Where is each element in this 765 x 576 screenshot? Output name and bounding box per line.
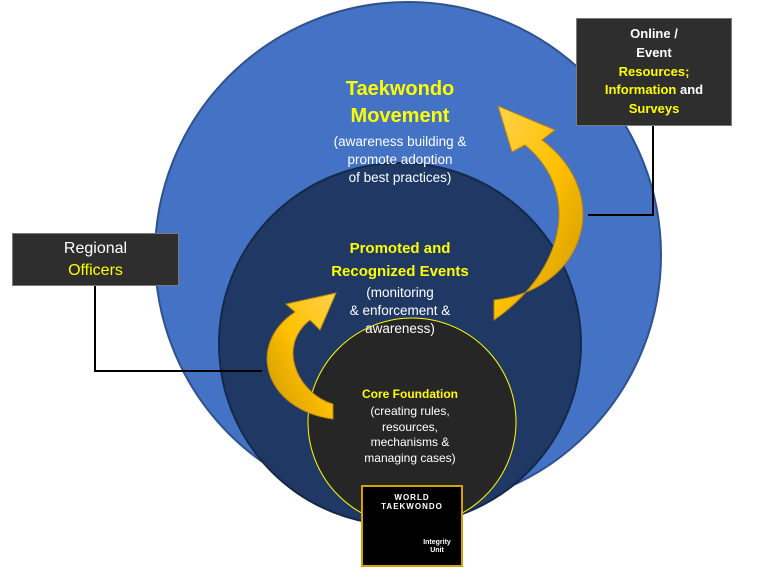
regional-officers-box: Regional Officers	[12, 233, 179, 286]
outer-circle-description: (awareness building & promote adoption o…	[300, 133, 500, 188]
online-box-line2: Event	[636, 44, 672, 60]
core-circle-title: Core Foundation	[362, 387, 458, 401]
online-box-line1: Online /	[630, 25, 678, 41]
online-box-and: and	[676, 82, 704, 98]
online-event-box: Online / Event Resources; Information an…	[576, 18, 732, 126]
middle-title-line2: Recognized Events	[331, 263, 469, 281]
middle-circle-description: (monitoring & enforcement & awareness)	[330, 284, 470, 339]
middle-title-line1: Promoted and	[349, 240, 451, 257]
middle-desc-line1: (monitoring	[366, 285, 434, 300]
integrity-unit-logo: WORLD TAEKWONDO Integrity Unit	[361, 485, 463, 567]
arrow-events-to-movement	[493, 105, 584, 321]
core-circle-description: (creating rules, resources, mechanisms &…	[345, 404, 475, 466]
online-box-resources: Resources;	[618, 63, 690, 79]
outer-desc-line3: of best practices)	[348, 170, 452, 186]
middle-desc-line2: & enforcement &	[349, 303, 451, 319]
regional-box-line2: Officers	[68, 261, 123, 279]
middle-desc-line3: awareness)	[365, 321, 435, 337]
outer-desc-line1: (awareness building &	[333, 134, 467, 149]
core-desc-line2: resources,	[381, 419, 439, 434]
arrow-core-to-events	[266, 292, 337, 420]
logo-unit-text: Integrity Unit	[415, 539, 459, 556]
middle-circle-title: Promoted and Recognized Events	[295, 237, 505, 284]
outer-title-line2: Movement	[350, 105, 450, 127]
core-desc-line3: mechanisms &	[370, 435, 450, 450]
regional-box-line1: Regional	[63, 239, 128, 257]
logo-org-text: WORLD TAEKWONDO	[381, 493, 443, 511]
logo-unit-line2: Unit	[430, 547, 444, 555]
outer-desc-line2: promote adoption	[347, 152, 453, 168]
online-box-line4: Information and	[605, 81, 703, 100]
connector-online	[588, 126, 654, 216]
outer-circle-title: Taekwondo Movement	[285, 76, 515, 130]
online-box-information: Information	[604, 82, 677, 98]
online-box-surveys: Surveys	[628, 101, 680, 117]
core-desc-line1: (creating rules,	[370, 404, 450, 418]
connector-regional	[94, 286, 262, 372]
outer-title-line1: Taekwondo	[345, 78, 455, 100]
core-desc-line4: managing cases)	[364, 450, 456, 465]
logo-unit-line1: Integrity	[423, 539, 451, 546]
